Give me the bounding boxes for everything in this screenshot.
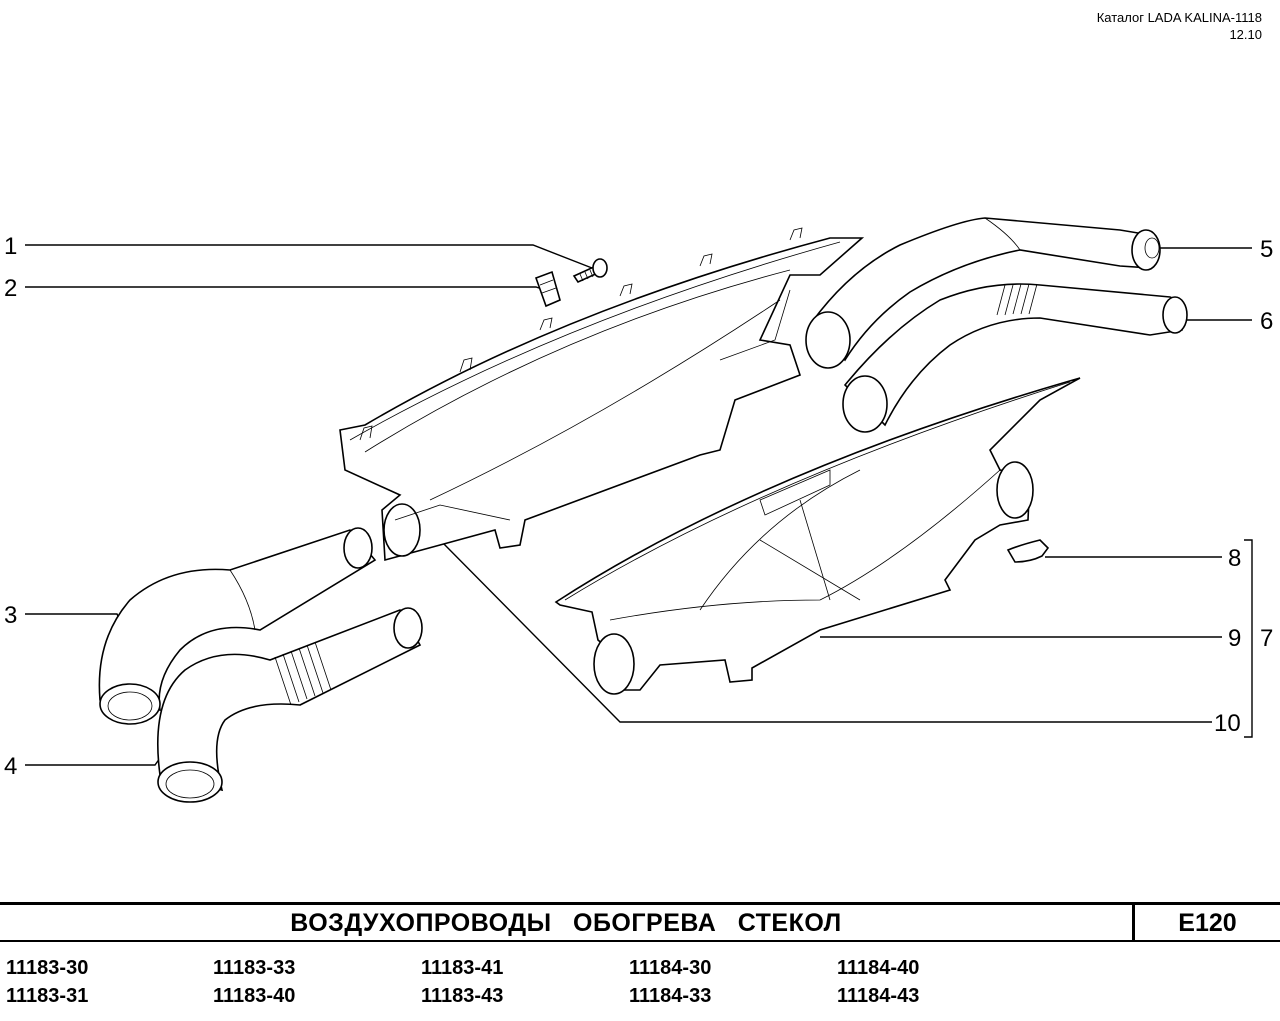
catalog-name: Каталог LADA KALINA-1118	[1096, 10, 1262, 25]
model-codes: 11183-30 11183-31 11183-33 11183-40 1118…	[0, 956, 1280, 1016]
upper-windshield-duct	[339, 227, 865, 562]
title-divider	[1132, 905, 1135, 940]
model-code: 11183-31	[6, 985, 89, 1007]
title-bar: ВОЗДУХОПРОВОДЫ ОБОГРЕВА СТЕКОЛ Е120	[0, 902, 1280, 942]
small-clip-8	[1006, 539, 1050, 563]
clip-part	[534, 270, 561, 308]
model-code: 11183-43	[421, 985, 504, 1007]
callout-4: 4	[4, 753, 17, 780]
model-code: 11184-30	[629, 957, 712, 979]
page-code: Е120	[1178, 909, 1237, 937]
upper-side-hose-6	[842, 283, 1188, 433]
model-code: 11184-33	[629, 985, 712, 1007]
model-code: 11184-43	[837, 985, 920, 1007]
lower-hose-3	[98, 527, 377, 725]
callout-3: 3	[4, 602, 17, 629]
callout-10: 10	[1214, 710, 1241, 737]
callout-2: 2	[4, 275, 17, 302]
page-title: ВОЗДУХОПРОВОДЫ ОБОГРЕВА СТЕКОЛ	[290, 909, 842, 937]
callout-9: 9	[1228, 625, 1241, 652]
model-code: 11183-30	[6, 957, 89, 979]
lower-duct-assembly	[554, 377, 1081, 695]
catalog-date: 12.10	[1229, 27, 1262, 42]
lower-hose-4	[157, 607, 423, 803]
callout-5: 5	[1260, 236, 1273, 263]
callout-numbers: 1 2 3 4 5 6 7 8 9 10	[4, 233, 1273, 780]
callout-1: 1	[4, 233, 17, 260]
callout-7: 7	[1260, 625, 1273, 652]
model-code: 11183-40	[213, 985, 296, 1007]
model-code: 11183-33	[213, 957, 296, 979]
upper-side-hose-5	[805, 217, 1161, 369]
parts-diagram: 1 2 3 4 5 6 7 8 9 10	[4, 217, 1273, 803]
screw-part	[572, 258, 608, 284]
callout-6: 6	[1260, 308, 1273, 335]
model-code: 11183-41	[421, 957, 504, 979]
callout-8: 8	[1228, 545, 1241, 572]
model-code: 11184-40	[837, 957, 920, 979]
